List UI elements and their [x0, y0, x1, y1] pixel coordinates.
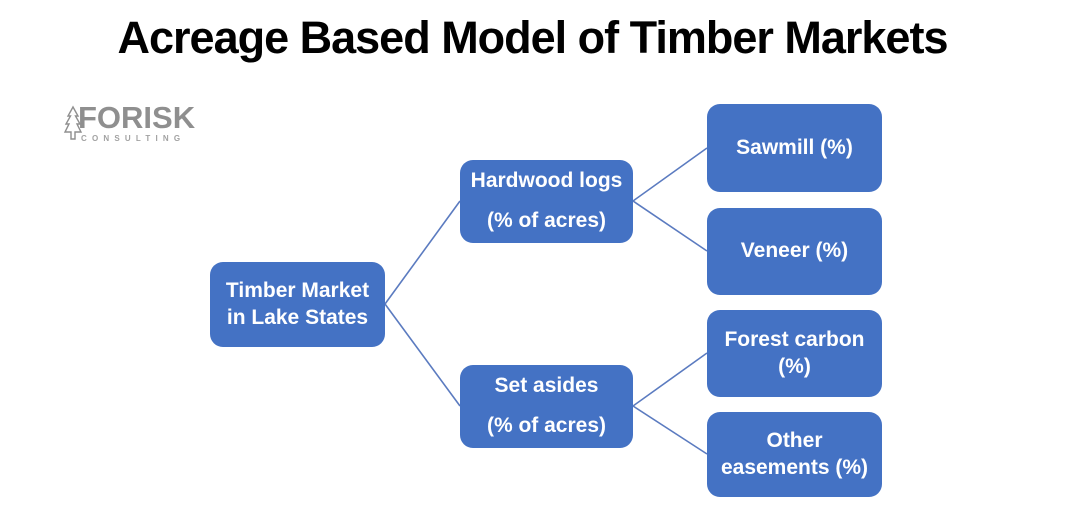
node-label-line: Hardwood logs — [470, 169, 623, 193]
node-other-easements: Other easements (%) — [707, 412, 882, 497]
logo-wordmark: FORISK — [78, 100, 196, 135]
node-label-line: in Lake States — [226, 305, 369, 329]
connector-root-setasides — [384, 303, 461, 407]
node-label-line: Forest carbon — [724, 327, 865, 351]
node-sawmill: Sawmill (%) — [707, 104, 882, 192]
connector-root-hardwood — [384, 200, 461, 305]
node-label-line: (% of acres) — [486, 414, 607, 437]
logo-text: FORISK CONSULTING — [78, 102, 195, 143]
node-hardwood-logs: Hardwood logs (% of acres) — [460, 160, 633, 243]
node-label-line: (%) — [778, 354, 811, 378]
node-timber-market: Timber Market in Lake States — [210, 262, 385, 347]
connector-hardwood-sawmill — [632, 147, 708, 202]
node-forest-carbon: Forest carbon (%) — [707, 310, 882, 397]
node-label-line: Timber Market — [225, 278, 370, 302]
page-title: Acreage Based Model of Timber Markets — [117, 12, 949, 63]
connector-setasides-easements — [632, 405, 708, 455]
node-label-line: Other — [766, 428, 823, 452]
forisk-logo: FORISK CONSULTING — [62, 102, 195, 143]
node-set-asides: Set asides (% of acres) — [460, 365, 633, 448]
node-label-line: (% of acres) — [486, 209, 607, 232]
node-label-line: Set asides — [494, 374, 599, 398]
logo-subtitle: CONSULTING — [81, 134, 186, 143]
node-label-line: Veneer (%) — [740, 239, 849, 263]
node-label-line: Sawmill (%) — [736, 135, 853, 159]
connector-hardwood-veneer — [632, 200, 708, 252]
node-label-line: easements (%) — [720, 455, 869, 479]
connector-setasides-carbon — [632, 352, 708, 407]
pine-tree-icon — [63, 105, 83, 140]
node-veneer: Veneer (%) — [707, 208, 882, 295]
